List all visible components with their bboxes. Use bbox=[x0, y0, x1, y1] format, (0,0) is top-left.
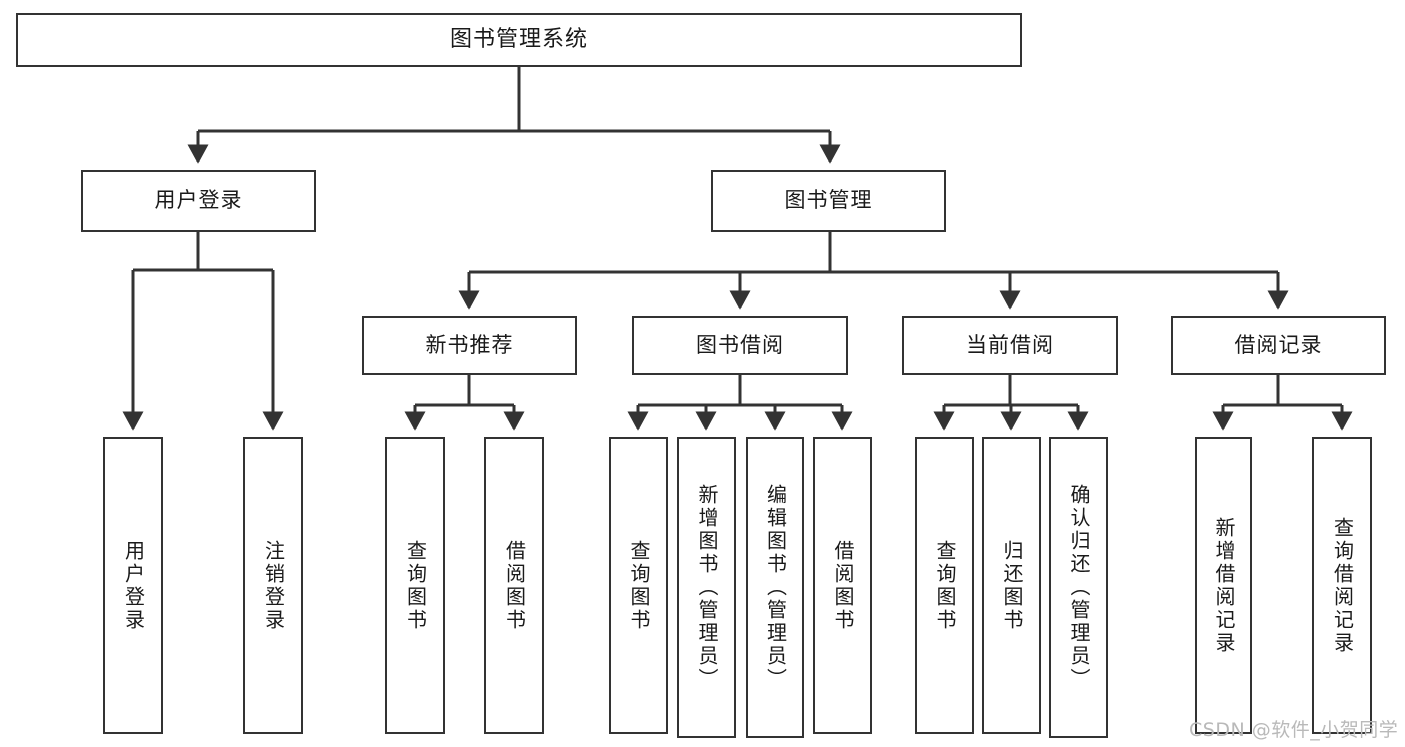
node-leaf-return-book[interactable]: 归还图书 bbox=[982, 437, 1041, 734]
node-current-borrow[interactable]: 当前借阅 bbox=[902, 316, 1118, 375]
node-leaf-borrow-book-rec-label: 借阅图书 bbox=[502, 539, 527, 632]
node-user-login[interactable]: 用户登录 bbox=[81, 170, 316, 232]
node-leaf-user-login[interactable]: 用户登录 bbox=[103, 437, 163, 734]
node-leaf-user-login-label: 用户登录 bbox=[121, 539, 146, 632]
node-leaf-query-book-cur[interactable]: 查询图书 bbox=[915, 437, 974, 734]
node-leaf-query-record[interactable]: 查询借阅记录 bbox=[1312, 437, 1372, 734]
node-root[interactable]: 图书管理系统 bbox=[16, 13, 1022, 67]
node-book-manage[interactable]: 图书管理 bbox=[711, 170, 946, 232]
node-leaf-confirm-return[interactable]: 确认归还（管理员） bbox=[1049, 437, 1108, 738]
node-new-book-recommend[interactable]: 新书推荐 bbox=[362, 316, 577, 375]
node-new-book-recommend-label: 新书推荐 bbox=[425, 332, 514, 357]
node-user-login-label: 用户登录 bbox=[154, 188, 243, 213]
node-leaf-add-book-label: 新增图书（管理员） bbox=[695, 484, 719, 691]
node-leaf-borrow-book-rec[interactable]: 借阅图书 bbox=[484, 437, 544, 734]
node-book-borrow-label: 图书借阅 bbox=[696, 332, 784, 357]
node-leaf-borrow-book[interactable]: 借阅图书 bbox=[813, 437, 872, 734]
node-book-borrow[interactable]: 图书借阅 bbox=[632, 316, 848, 375]
node-leaf-add-record[interactable]: 新增借阅记录 bbox=[1195, 437, 1252, 734]
node-leaf-return-book-label: 归还图书 bbox=[1000, 539, 1024, 632]
node-borrow-record-label: 借阅记录 bbox=[1234, 332, 1323, 357]
node-leaf-query-book-rec-label: 查询图书 bbox=[403, 539, 428, 632]
node-leaf-add-book[interactable]: 新增图书（管理员） bbox=[677, 437, 736, 738]
node-leaf-query-book-rec[interactable]: 查询图书 bbox=[385, 437, 445, 734]
node-leaf-query-record-label: 查询借阅记录 bbox=[1330, 516, 1355, 655]
node-leaf-add-record-label: 新增借阅记录 bbox=[1212, 516, 1236, 655]
node-leaf-confirm-return-label: 确认归还（管理员） bbox=[1067, 484, 1091, 691]
node-leaf-borrow-book-label: 借阅图书 bbox=[831, 539, 855, 632]
node-borrow-record[interactable]: 借阅记录 bbox=[1171, 316, 1386, 375]
node-leaf-logout-label: 注销登录 bbox=[261, 539, 286, 632]
node-current-borrow-label: 当前借阅 bbox=[966, 332, 1054, 357]
node-leaf-logout[interactable]: 注销登录 bbox=[243, 437, 303, 734]
node-leaf-edit-book-label: 编辑图书（管理员） bbox=[763, 484, 788, 691]
node-leaf-edit-book[interactable]: 编辑图书（管理员） bbox=[746, 437, 804, 738]
node-book-manage-label: 图书管理 bbox=[784, 188, 873, 213]
node-leaf-query-book-cur-label: 查询图书 bbox=[933, 539, 957, 632]
node-leaf-query-book-borrow-label: 查询图书 bbox=[627, 539, 651, 632]
node-leaf-query-book-borrow[interactable]: 查询图书 bbox=[609, 437, 668, 734]
node-root-label: 图书管理系统 bbox=[449, 26, 588, 52]
